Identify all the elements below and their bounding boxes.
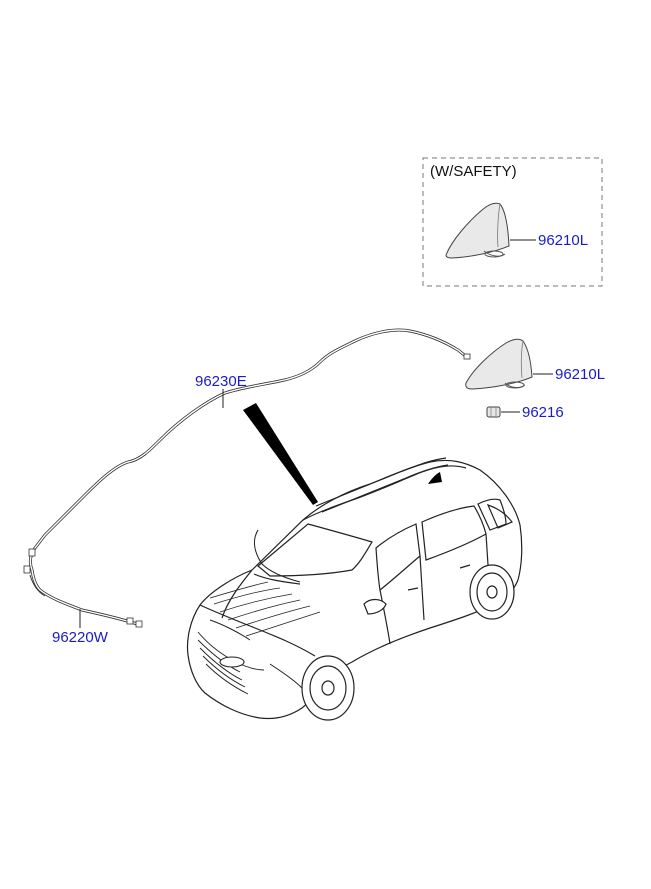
roof-antenna-cable[interactable]	[23, 328, 471, 628]
part-number-feeder-cable[interactable]: 96220W	[52, 629, 108, 646]
car-body	[186, 459, 523, 720]
front-grille	[197, 631, 265, 695]
part-number-antenna-safety[interactable]: 96210L	[538, 232, 589, 249]
shark-fin-antenna-safety[interactable]	[445, 202, 510, 259]
part-number-nut[interactable]: 96216	[522, 404, 564, 421]
shark-fin-antenna[interactable]	[465, 338, 533, 390]
part-number-antenna[interactable]: 96210L	[555, 366, 606, 383]
part-number-roof-cable[interactable]: 96230E	[195, 373, 247, 390]
option-box	[422, 157, 603, 287]
antenna-nut[interactable]	[486, 406, 501, 418]
roof-antenna-mark	[428, 472, 442, 484]
pointer-arrow	[243, 403, 318, 505]
roof-rails	[315, 457, 449, 513]
front-wheel	[301, 655, 355, 721]
hood-shading	[209, 581, 321, 637]
rear-wheel	[469, 564, 515, 620]
option-label: (W/SAFETY)	[430, 163, 517, 180]
windshield-cable	[253, 529, 301, 583]
headlights	[209, 619, 303, 689]
